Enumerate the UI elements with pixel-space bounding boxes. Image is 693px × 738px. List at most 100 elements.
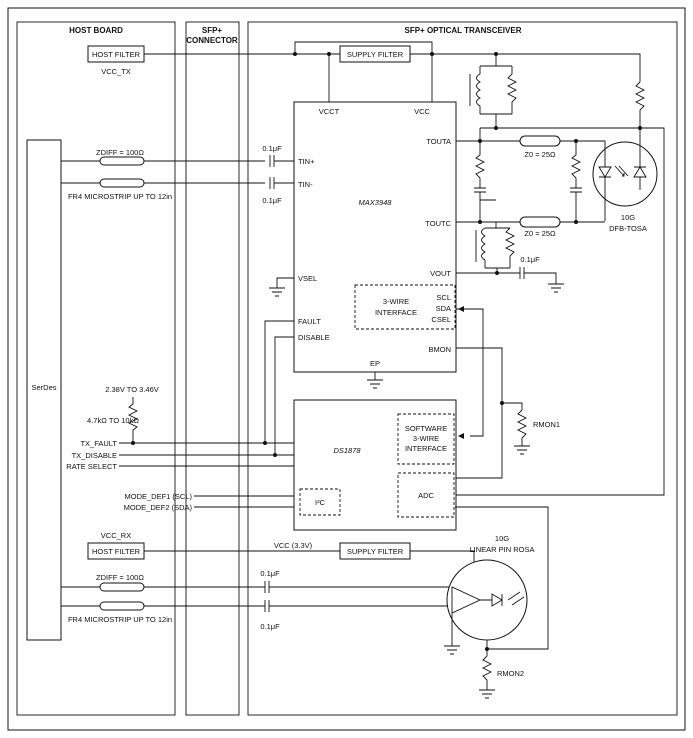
ds1878-sw-line2: 3-WIRE bbox=[413, 434, 439, 443]
supply-filter-bottom-label: SUPPLY FILTER bbox=[347, 547, 404, 556]
mode-def2-label: MODE_DEF2 (SDA) bbox=[124, 503, 193, 512]
pin-touta: TOUTA bbox=[426, 137, 451, 146]
vsel-ground bbox=[269, 277, 294, 297]
tosa-label-line2: DFB-TOSA bbox=[609, 224, 647, 233]
rosa-amplifier bbox=[451, 586, 482, 614]
pullup-label: 4.7kΩ TO 10kΩ bbox=[87, 416, 139, 425]
pin-tin-p: TIN+ bbox=[298, 157, 315, 166]
fr4-bottom-label: FR4 MICROSTRIP UP TO 12in bbox=[68, 615, 172, 624]
rmon1-label: RMON1 bbox=[533, 420, 560, 429]
fr4-top-label: FR4 MICROSTRIP UP TO 12in bbox=[68, 192, 172, 201]
host-filter-rx-label: HOST FILTER bbox=[92, 547, 141, 556]
tosa-resistor bbox=[634, 81, 646, 128]
rmon2-resistor bbox=[479, 649, 495, 699]
pin-ep: EP bbox=[370, 359, 380, 368]
zdiff-top-label: ZDIFF = 100Ω bbox=[96, 148, 144, 157]
rmon1-resistor bbox=[514, 409, 530, 455]
tline-bottom bbox=[519, 216, 561, 228]
max3948-3wire-box bbox=[354, 284, 456, 330]
rx-microstrip-n bbox=[99, 601, 145, 611]
vout-wire bbox=[456, 272, 564, 293]
max3948-3wire-line1: 3-WIRE bbox=[383, 297, 409, 306]
tx-disable-label: TX_DISABLE bbox=[72, 451, 117, 460]
pin-vout: VOUT bbox=[430, 269, 451, 278]
pin-disable: DISABLE bbox=[298, 333, 330, 342]
rosa-label-line1: 10G bbox=[495, 534, 509, 543]
rosa-label-line2: LINEAR PIN ROSA bbox=[469, 545, 534, 554]
outer-frame bbox=[7, 7, 686, 731]
inductor-top bbox=[476, 54, 518, 128]
rosa-supply-wire bbox=[410, 550, 475, 567]
zdiff-bottom-label: ZDIFF = 100Ω bbox=[96, 573, 144, 582]
max3948-chip bbox=[293, 101, 457, 373]
tosa-rc-top bbox=[570, 141, 582, 210]
ds1878-sw-line3: INTERFACE bbox=[405, 444, 447, 453]
ep-ground bbox=[367, 372, 383, 389]
rosa-photodiode bbox=[480, 593, 503, 607]
sda-arrow-top bbox=[458, 306, 464, 312]
z0-bottom-label: Z0 = 25Ω bbox=[524, 229, 556, 238]
cap-rx-bottom-label: 0.1μF bbox=[260, 622, 280, 631]
vcc-rx-label: VCC_RX bbox=[101, 531, 131, 540]
pin-csel: CSEL bbox=[431, 315, 451, 324]
pin-scl: SCL bbox=[436, 293, 451, 302]
ds1878-chip bbox=[293, 399, 457, 531]
cap-tin-p-label: 0.1μF bbox=[262, 144, 282, 153]
supply-node-2 bbox=[327, 52, 331, 56]
sda-arrow-bottom bbox=[458, 433, 464, 439]
bmon-wire bbox=[456, 347, 523, 410]
rmon2-label: RMON2 bbox=[497, 669, 524, 678]
sfp-connector-header-line2: CONNECTOR bbox=[186, 36, 238, 45]
disable-node bbox=[273, 453, 277, 457]
bmon-to-adc bbox=[455, 403, 503, 479]
tline-top bbox=[519, 135, 561, 147]
ds1878-sw-line1: SOFTWARE bbox=[405, 424, 447, 433]
pin-toutc: TOUTC bbox=[425, 219, 451, 228]
pin-fault: FAULT bbox=[298, 317, 321, 326]
rate-select-label: RATE SELECT bbox=[66, 462, 117, 471]
tx-fault-label: TX_FAULT bbox=[80, 439, 117, 448]
rosa-monitor-wire bbox=[455, 506, 549, 650]
pin-vcc: VCC bbox=[414, 107, 430, 116]
sfp-connector-header-line1: SFP+ bbox=[202, 26, 223, 35]
pin-vsel: VSEL bbox=[298, 274, 317, 283]
cap-vout-label: 0.1μF bbox=[520, 255, 540, 264]
inductor-bottom bbox=[481, 222, 516, 272]
sda-bus bbox=[456, 308, 484, 437]
vcc-33-label: VCC (3.3V) bbox=[274, 541, 313, 550]
pin-sda: SDA bbox=[436, 304, 451, 313]
cap-tin-n-label: 0.1μF bbox=[262, 196, 282, 205]
tosa-rc-node-top bbox=[574, 139, 578, 143]
ds1878-3wire-box bbox=[397, 413, 455, 465]
fault-node bbox=[263, 441, 267, 445]
ds1878-i2c-box bbox=[299, 488, 341, 516]
vcc-tx-label: VCC_TX bbox=[101, 67, 131, 76]
vout-node bbox=[495, 271, 499, 275]
tosa-photodiode bbox=[633, 128, 647, 190]
touta-shunt bbox=[474, 128, 496, 201]
max3948-3wire-line2: INTERFACE bbox=[375, 308, 417, 317]
cap-rx-top bbox=[264, 581, 452, 593]
supply-range-label: 2.38V TO 3.46V bbox=[105, 385, 159, 394]
cap-tin-p bbox=[269, 155, 294, 167]
supply-filter-top-label: SUPPLY FILTER bbox=[347, 50, 404, 59]
pin-bmon: BMON bbox=[429, 345, 452, 354]
z0-top-label: Z0 = 25Ω bbox=[524, 150, 556, 159]
rosa-ground bbox=[444, 613, 460, 655]
cap-tin-n bbox=[269, 177, 294, 189]
transceiver-panel bbox=[247, 21, 678, 716]
host-board-header: HOST BOARD bbox=[69, 26, 123, 35]
serdes-label: SerDes bbox=[31, 383, 56, 392]
supply-bus bbox=[294, 41, 641, 102]
pin-vcct: VCCT bbox=[319, 107, 340, 116]
tosa-light-arrows bbox=[614, 165, 629, 177]
vout-cap bbox=[519, 267, 525, 279]
mode-def1-label: MODE_DEF1 (SCL) bbox=[124, 492, 192, 501]
host-filter-tx-label: HOST FILTER bbox=[92, 50, 141, 59]
pullup-resistor bbox=[127, 397, 139, 443]
transceiver-header: SFP+ OPTICAL TRANSCEIVER bbox=[405, 26, 522, 35]
ds1878-i2c-label: I²C bbox=[315, 498, 326, 507]
tosa-laser bbox=[592, 141, 658, 207]
tx-microstrip-n bbox=[99, 178, 145, 188]
